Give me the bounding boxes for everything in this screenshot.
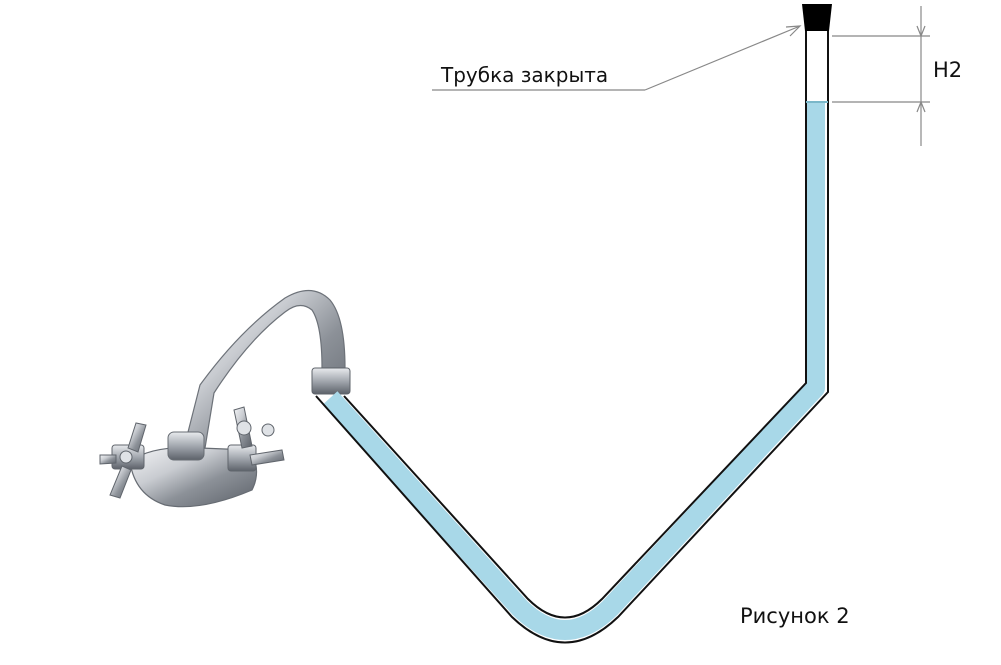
height-label: H2 <box>933 58 962 82</box>
h2-dimension <box>832 6 930 146</box>
faucet-icon <box>99 289 351 508</box>
plug-icon <box>802 4 832 31</box>
tube-outer-wall <box>315 30 829 644</box>
tube-inner-wall <box>343 30 807 619</box>
tube-closed-leader <box>432 25 802 91</box>
water-fill <box>322 103 825 640</box>
tube-closed-label: Трубка закрыта <box>440 63 608 87</box>
figure-caption: Рисунок 2 <box>740 604 850 628</box>
